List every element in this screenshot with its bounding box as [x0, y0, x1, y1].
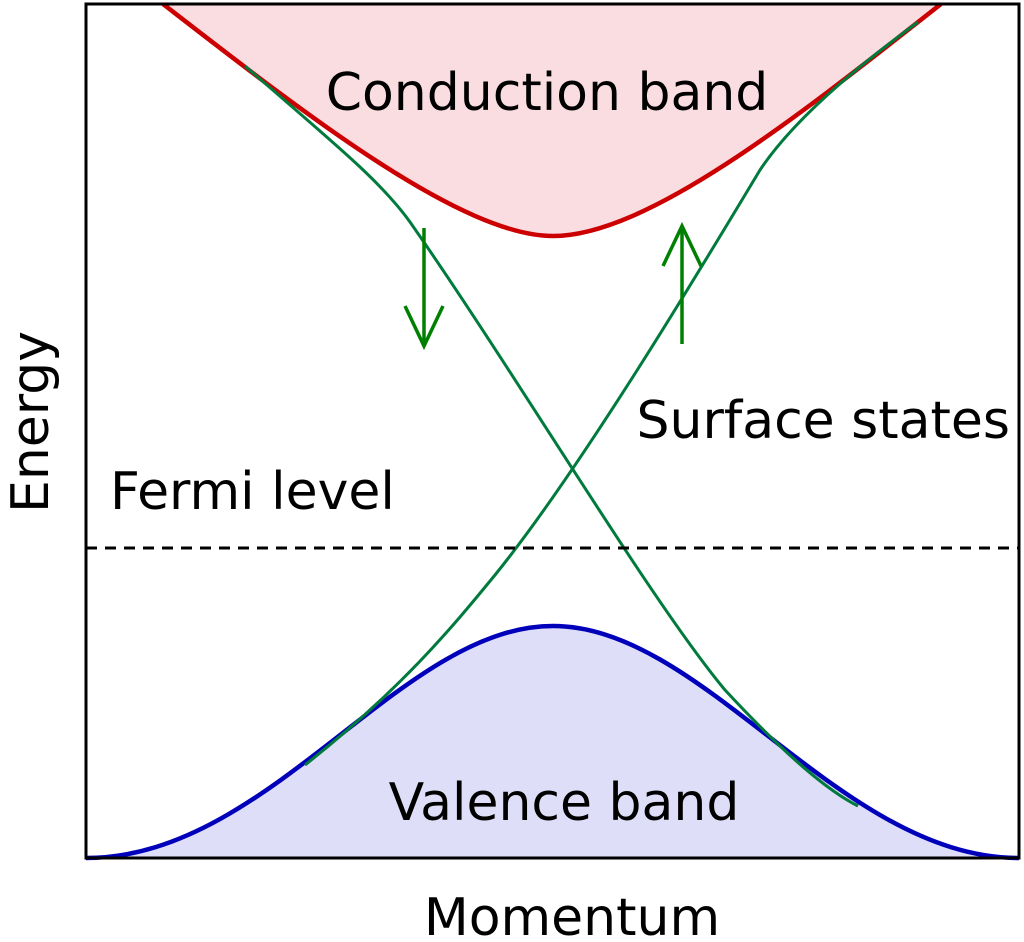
surface-states-label: Surface states — [637, 391, 1010, 451]
surface-state-ascending — [304, 20, 919, 767]
valence-band-label: Valence band — [389, 773, 740, 833]
valence-band-curve — [85, 623, 1020, 861]
x-axis-label: Momentum — [424, 888, 720, 942]
y-axis-label: Energy — [1, 331, 61, 513]
conduction-band-label: Conduction band — [326, 63, 769, 123]
conduction-band-curve — [161, 2, 943, 239]
spin-down-arrow-icon — [403, 228, 445, 351]
surface-state-descending — [244, 64, 859, 808]
spin-up-arrow-icon — [661, 221, 703, 344]
fermi-level-label: Fermi level — [110, 462, 395, 522]
plot-frame — [84, 2, 1021, 860]
conduction-band-fill — [163, 4, 941, 236]
valence-band-fill — [86, 626, 1019, 858]
